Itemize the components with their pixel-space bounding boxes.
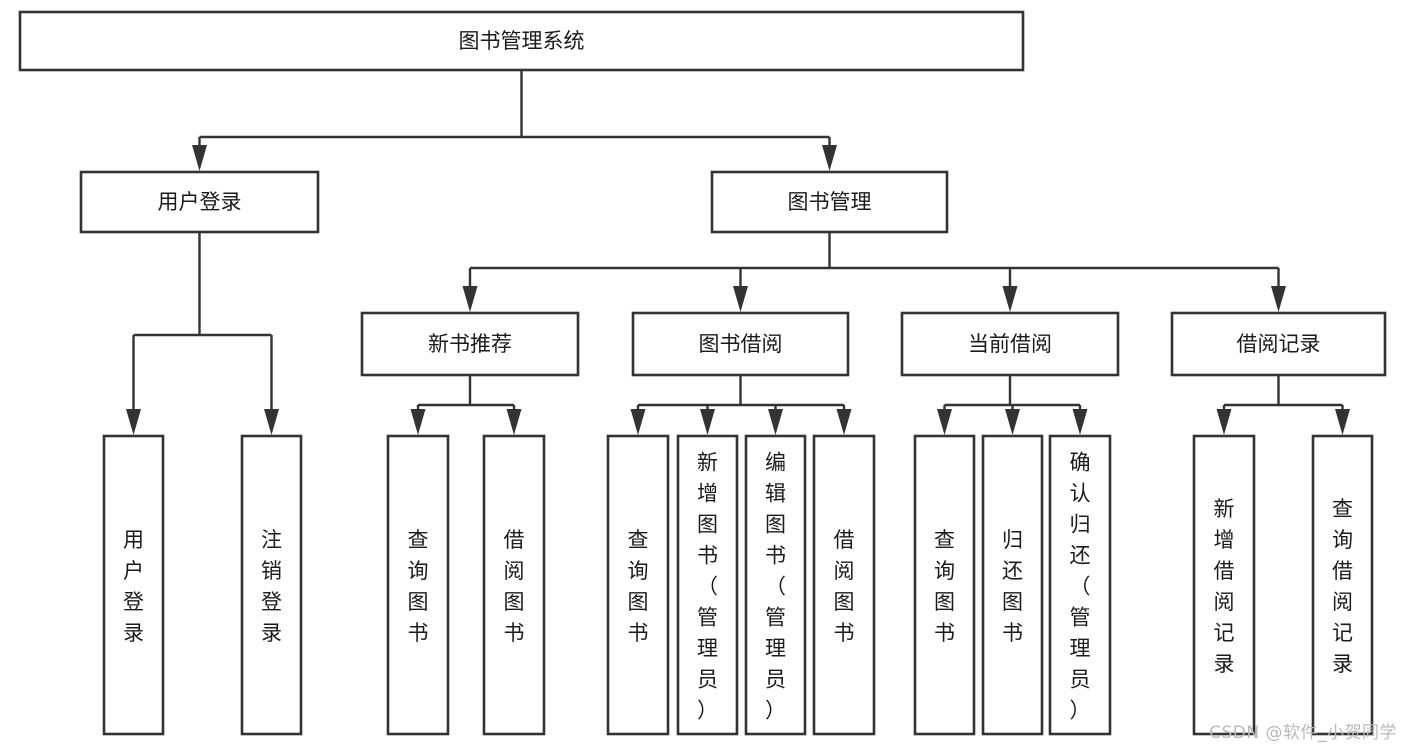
node-label: 查询图书	[934, 528, 955, 645]
node-leaf_add_book[interactable]: 新增图书（管理员）	[676, 434, 739, 736]
arrow-head-icon	[822, 145, 837, 171]
node-book_mgmt[interactable]: 图书管理	[710, 170, 949, 234]
csdn-watermark: CSDN @软件_小贺同学	[1209, 723, 1397, 743]
arrow-head-icon	[1005, 409, 1020, 435]
nodes-layer: 图书管理系统用户登录图书管理新书推荐图书借阅当前借阅借阅记录用户登录注销登录查询…	[18, 10, 1387, 736]
node-label: 图书借阅	[699, 332, 783, 356]
node-box	[1048, 434, 1112, 736]
node-label: 查询借阅记录	[1332, 497, 1353, 676]
node-box	[102, 434, 165, 736]
node-label: 图书管理系统	[459, 29, 585, 53]
arrow-head-icon	[126, 409, 141, 435]
node-new_book_rec[interactable]: 新书推荐	[360, 311, 580, 377]
node-label: 借阅记录	[1237, 332, 1321, 356]
node-box	[240, 434, 303, 736]
node-leaf_query_record[interactable]: 查询借阅记录	[1311, 434, 1374, 736]
node-box	[913, 434, 976, 736]
node-box	[360, 311, 580, 377]
arrow-head-icon	[733, 286, 748, 312]
node-leaf_query_book_rec[interactable]: 查询图书	[386, 434, 450, 736]
node-box	[631, 311, 850, 377]
node-box	[482, 434, 546, 736]
arrow-head-icon	[1271, 286, 1286, 312]
node-leaf_confirm_return[interactable]: 确认归还（管理员）	[1048, 434, 1112, 736]
edges-layer	[126, 70, 1350, 435]
arrow-head-icon	[836, 409, 852, 435]
node-box	[981, 434, 1044, 736]
node-box	[812, 434, 876, 736]
arrow-head-icon	[1072, 409, 1088, 435]
node-box	[386, 434, 450, 736]
arrow-head-icon	[937, 409, 952, 435]
node-leaf_logout[interactable]: 注销登录	[240, 434, 303, 736]
node-borrow_record[interactable]: 借阅记录	[1170, 311, 1387, 377]
node-leaf_return_book[interactable]: 归还图书	[981, 434, 1044, 736]
node-label: 借阅图书	[504, 528, 525, 645]
arrow-head-icon	[506, 409, 522, 435]
node-label: 查询图书	[628, 528, 649, 645]
node-label: 注销登录	[261, 528, 282, 645]
node-label: 借阅图书	[834, 528, 855, 645]
node-label: 归还图书	[1002, 528, 1023, 645]
node-leaf_query_book_cb[interactable]: 查询图书	[913, 434, 976, 736]
arrow-head-icon	[410, 409, 426, 435]
node-box	[79, 170, 320, 234]
node-label: 新增借阅记录	[1214, 497, 1235, 676]
arrow-head-icon	[192, 145, 207, 171]
node-book_borrow[interactable]: 图书借阅	[631, 311, 850, 377]
node-leaf_borrow_book_bb[interactable]: 借阅图书	[812, 434, 876, 736]
node-box	[1311, 434, 1374, 736]
arrow-head-icon	[1335, 409, 1350, 435]
node-label: 新书推荐	[428, 332, 512, 356]
node-leaf_edit_book[interactable]: 编辑图书（管理员）	[744, 434, 807, 736]
node-box	[710, 170, 949, 234]
arrow-head-icon	[700, 409, 715, 435]
node-box	[744, 434, 807, 736]
node-label: 新增图书（管理员）	[697, 451, 718, 723]
node-root[interactable]: 图书管理系统	[18, 10, 1025, 72]
node-label: 用户登录	[123, 528, 144, 645]
node-current_borrow[interactable]: 当前借阅	[900, 311, 1120, 377]
node-label: 图书管理	[788, 190, 872, 214]
arrow-head-icon	[1002, 286, 1018, 312]
arrow-head-icon	[630, 409, 646, 435]
arrow-head-icon	[462, 286, 478, 312]
node-leaf_borrow_book_rec[interactable]: 借阅图书	[482, 434, 546, 736]
node-box	[1192, 434, 1256, 736]
node-box	[18, 10, 1025, 72]
node-label: 查询图书	[408, 528, 429, 645]
node-box	[676, 434, 739, 736]
node-label: 确认归还（管理员）	[1070, 451, 1091, 723]
arrow-head-icon	[264, 409, 279, 435]
node-label: 当前借阅	[968, 332, 1052, 356]
node-leaf_query_book_bb[interactable]: 查询图书	[606, 434, 670, 736]
node-label: 编辑图书（管理员）	[765, 451, 786, 723]
node-box	[1170, 311, 1387, 377]
node-user_login[interactable]: 用户登录	[79, 170, 320, 234]
arrow-head-icon	[768, 409, 783, 435]
arrow-head-icon	[1216, 409, 1232, 435]
node-box	[900, 311, 1120, 377]
node-leaf_user_login[interactable]: 用户登录	[102, 434, 165, 736]
node-leaf_add_record[interactable]: 新增借阅记录	[1192, 434, 1256, 736]
node-label: 用户登录	[158, 190, 242, 214]
node-box	[606, 434, 670, 736]
